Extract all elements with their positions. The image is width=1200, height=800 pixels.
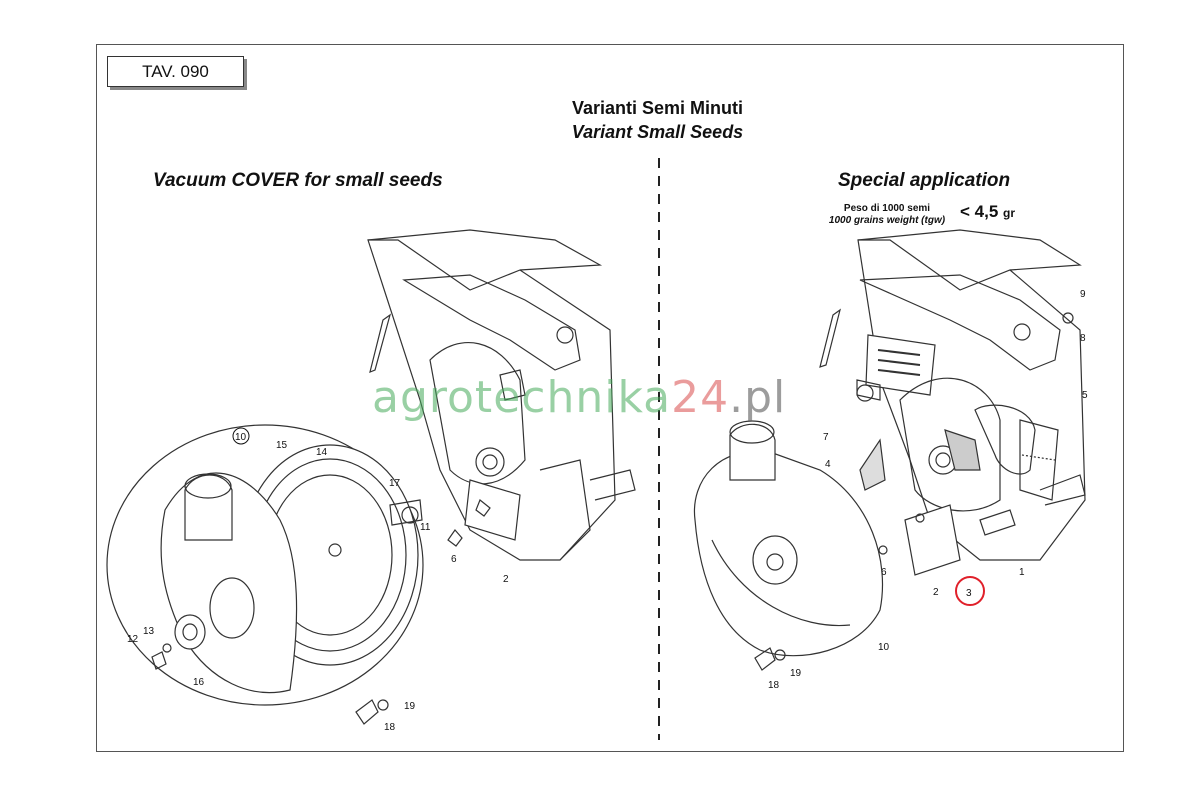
right-seeder-body (819, 229, 1086, 576)
left-callout-12: 12 (127, 634, 139, 645)
right-callout-1: 1 (1019, 567, 1025, 578)
right-callout-10: 10 (878, 642, 890, 653)
right-callout-19: 19 (790, 668, 802, 679)
left-callout-11: 11 (420, 522, 431, 533)
weight-value: < 4,5 gr (960, 202, 1015, 222)
left-section-title: Vacuum COVER for small seeds (153, 170, 443, 191)
left-callout-13: 13 (143, 626, 155, 637)
weight-label-english: 1000 grains weight (tgw) (828, 215, 946, 226)
right-callout-9: 9 (1080, 289, 1086, 300)
right-section-title: Special application (838, 170, 1011, 191)
watermark-part3: .pl (729, 372, 787, 423)
highlight-circle (955, 576, 985, 606)
watermark-part2: 24 (671, 372, 730, 423)
left-callout-16: 16 (193, 677, 205, 688)
left-callout-6: 6 (451, 554, 457, 565)
table-number: TAV. 090 (107, 56, 244, 87)
right-callout-18: 18 (768, 680, 780, 691)
left-seeder-body (367, 229, 636, 561)
left-callout-19: 19 (404, 701, 416, 712)
watermark: agrotechnika24.pl (372, 372, 786, 423)
right-callout-6: 6 (881, 567, 887, 578)
left-callouts: 10 15 14 17 11 6 2 12 13 16 19 18 (127, 427, 509, 733)
left-callout-14: 14 (316, 447, 328, 458)
drawing-frame (96, 44, 1124, 752)
title-italian: Varianti Semi Minuti (571, 98, 744, 118)
right-callout-8: 8 (1080, 333, 1086, 344)
watermark-part1: agrotechnika (372, 372, 672, 423)
left-vacuum-cover-assembly (106, 424, 491, 725)
right-callout-7: 7 (823, 432, 829, 443)
right-vacuum-cover (693, 420, 925, 671)
left-callout-18: 18 (384, 722, 396, 733)
right-callout-5: 5 (1082, 390, 1088, 401)
left-callout-10: 10 (235, 432, 247, 443)
weight-label-italian: Peso di 1000 semi (843, 203, 931, 214)
right-callout-3: 3 (966, 588, 972, 599)
weight-unit: gr (1003, 206, 1016, 220)
right-callouts: 9 8 5 7 4 6 2 3 1 10 19 18 (768, 289, 1088, 691)
right-callout-2: 2 (933, 587, 939, 598)
left-callout-15: 15 (276, 440, 288, 451)
title-english: Variant Small Seeds (571, 122, 744, 142)
left-callout-17: 17 (389, 478, 401, 489)
weight-number: < 4,5 (960, 202, 999, 221)
left-callout-2: 2 (503, 574, 509, 585)
right-callout-4: 4 (825, 459, 831, 470)
